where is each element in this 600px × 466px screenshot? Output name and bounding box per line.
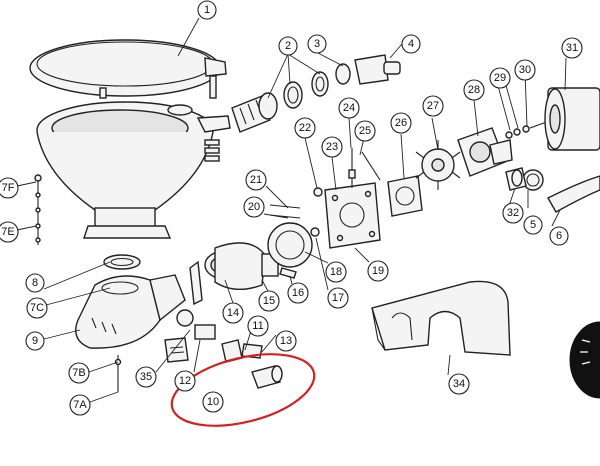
svg-text:11: 11 xyxy=(252,320,263,332)
inlet-fittings xyxy=(231,54,401,133)
callout-14: 14 xyxy=(222,302,244,324)
svg-text:31: 31 xyxy=(566,42,578,54)
callout-17: 17 xyxy=(327,287,349,309)
svg-text:7E: 7E xyxy=(1,226,14,238)
svg-text:16: 16 xyxy=(292,287,304,299)
svg-text:7B: 7B xyxy=(72,367,85,379)
svg-text:21: 21 xyxy=(250,174,262,186)
svg-text:35: 35 xyxy=(140,371,152,383)
svg-text:17: 17 xyxy=(332,292,344,304)
control-knob xyxy=(569,321,600,399)
svg-text:30: 30 xyxy=(519,64,531,76)
callout-29: 29 xyxy=(489,67,511,89)
part-10-highlight xyxy=(170,353,316,427)
callout-25: 25 xyxy=(354,120,376,142)
base-bolts xyxy=(114,355,122,392)
pump-housing xyxy=(457,127,513,177)
callout-30: 30 xyxy=(514,59,536,81)
pump-base xyxy=(75,274,194,363)
svg-text:23: 23 xyxy=(326,141,338,153)
gasket-26 xyxy=(387,175,423,217)
pump-housing-parts xyxy=(189,242,297,363)
callout-32: 32 xyxy=(502,202,524,224)
motor-shroud xyxy=(371,280,511,356)
toilet-lid xyxy=(29,39,227,99)
svg-text:5: 5 xyxy=(530,219,536,231)
svg-text:2: 2 xyxy=(285,40,291,52)
callout-12: 12 xyxy=(174,370,196,392)
svg-text:19: 19 xyxy=(372,265,384,277)
svg-text:1: 1 xyxy=(204,4,210,16)
callout-3: 3 xyxy=(307,34,327,54)
callout-7E: 7E xyxy=(0,221,19,243)
svg-text:6: 6 xyxy=(556,230,562,242)
svg-text:14: 14 xyxy=(227,307,239,319)
callout-18: 18 xyxy=(325,261,347,283)
motor xyxy=(505,87,600,151)
toilet-bowl xyxy=(36,101,231,239)
base-gasket xyxy=(103,254,141,270)
callout-34: 34 xyxy=(448,373,470,395)
svg-text:29: 29 xyxy=(494,72,506,84)
callout-28: 28 xyxy=(463,79,485,101)
svg-text:12: 12 xyxy=(179,375,191,387)
svg-text:24: 24 xyxy=(343,102,355,114)
svg-text:3: 3 xyxy=(314,38,320,50)
svg-text:34: 34 xyxy=(453,378,465,390)
callout-11: 11 xyxy=(247,315,269,337)
callout-4: 4 xyxy=(401,34,421,54)
callout-8: 8 xyxy=(25,273,45,293)
callout-7C: 7C xyxy=(26,297,48,319)
callout-5: 5 xyxy=(523,215,543,235)
callout-21: 21 xyxy=(245,169,267,191)
callout-1: 1 xyxy=(197,0,217,20)
hose-and-clamp xyxy=(505,167,600,213)
svg-text:10: 10 xyxy=(207,396,219,408)
callout-10: 10 xyxy=(202,391,224,413)
svg-text:7F: 7F xyxy=(2,182,15,194)
callout-19: 19 xyxy=(367,260,389,282)
leader-lines xyxy=(16,17,567,403)
callout-24: 24 xyxy=(338,97,360,119)
callout-20: 20 xyxy=(243,196,265,218)
svg-text:13: 13 xyxy=(280,335,292,347)
callout-31: 31 xyxy=(561,37,583,59)
svg-text:9: 9 xyxy=(32,335,38,347)
svg-text:7A: 7A xyxy=(73,399,87,411)
callout-13: 13 xyxy=(275,330,297,352)
callout-15: 15 xyxy=(258,290,280,312)
svg-text:26: 26 xyxy=(395,117,407,129)
svg-text:32: 32 xyxy=(507,207,519,219)
svg-text:8: 8 xyxy=(32,277,38,289)
pump-cover xyxy=(324,148,381,249)
callout-2: 2 xyxy=(278,36,298,56)
svg-text:28: 28 xyxy=(468,84,480,96)
callout-7B: 7B xyxy=(68,362,90,384)
callout-9: 9 xyxy=(25,331,45,351)
callout-7F: 7F xyxy=(0,177,19,199)
callout-16: 16 xyxy=(287,282,309,304)
impeller xyxy=(415,140,461,190)
svg-text:7C: 7C xyxy=(30,302,44,314)
part-10-plug xyxy=(251,365,283,389)
svg-text:25: 25 xyxy=(359,125,371,137)
svg-text:20: 20 xyxy=(248,201,260,213)
svg-text:27: 27 xyxy=(427,100,439,112)
callout-22: 22 xyxy=(294,117,316,139)
valve-plate-parts xyxy=(267,187,323,268)
callout-27: 27 xyxy=(422,95,444,117)
callout-6: 6 xyxy=(549,226,569,246)
callout-26: 26 xyxy=(390,112,412,134)
bowl-bolts xyxy=(34,174,42,245)
callout-23: 23 xyxy=(321,136,343,158)
svg-text:4: 4 xyxy=(408,38,414,50)
svg-text:22: 22 xyxy=(299,122,311,134)
svg-text:18: 18 xyxy=(330,266,342,278)
svg-text:15: 15 xyxy=(263,295,275,307)
callout-7A: 7A xyxy=(69,394,91,416)
callout-35: 35 xyxy=(135,366,157,388)
